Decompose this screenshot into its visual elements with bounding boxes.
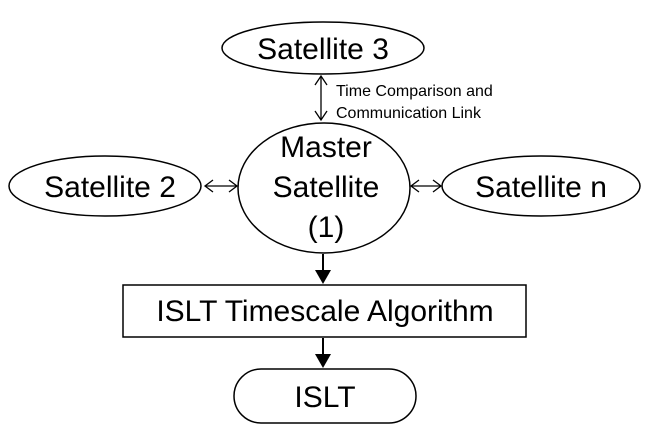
satellite-2-node: Satellite 2 — [8, 155, 202, 217]
satellite-n-ellipse — [441, 155, 641, 217]
link-label: Time Comparison and Communication Link — [336, 83, 493, 122]
satellite-2-master-link — [203, 179, 239, 193]
islt-terminator — [233, 368, 417, 424]
link-arrowhead-up — [314, 74, 328, 86]
left-link-arrowhead-left — [203, 179, 214, 193]
satellite-3-master-link — [314, 74, 328, 122]
master-satellite-label-line-2: Satellite — [273, 171, 380, 204]
satellite-n-master-link — [409, 179, 443, 193]
algorithm-to-islt-arrow — [315, 338, 331, 368]
right-link-arrowhead-right — [432, 179, 443, 193]
master-to-algorithm-arrowhead — [315, 270, 331, 284]
satellite-3-node: Satellite 3 — [221, 21, 425, 75]
satellite-2-ellipse — [8, 155, 202, 217]
satellite-n-node: Satellite n — [441, 155, 641, 217]
link-label-line-2: Communication Link — [336, 105, 482, 122]
algorithm-label: ISLT Timescale Algorithm — [156, 295, 493, 328]
right-link-arrowhead-left — [409, 179, 420, 193]
link-label-line-1: Time Comparison and — [336, 83, 493, 100]
satellite-n-label: Satellite n — [475, 171, 607, 204]
master-to-algorithm-arrow — [315, 254, 331, 284]
algorithm-node: ISLT Timescale Algorithm — [122, 284, 527, 338]
left-link-arrowhead-right — [228, 179, 239, 193]
link-arrowhead-down — [314, 110, 328, 122]
master-satellite-label-line-3: (1) — [308, 211, 345, 244]
algorithm-to-islt-arrowhead — [315, 354, 331, 368]
master-satellite-label-line-1: Master — [280, 131, 372, 164]
master-satellite-node: Master Satellite (1) — [237, 122, 411, 254]
satellite-3-ellipse — [221, 21, 425, 75]
satellite-2-label: Satellite 2 — [44, 171, 176, 204]
islt-label: ISLT — [294, 381, 355, 414]
satellite-3-label: Satellite 3 — [257, 33, 389, 66]
algorithm-rectangle — [122, 284, 527, 338]
master-satellite-ellipse — [237, 122, 411, 254]
islt-node: ISLT — [233, 368, 417, 424]
